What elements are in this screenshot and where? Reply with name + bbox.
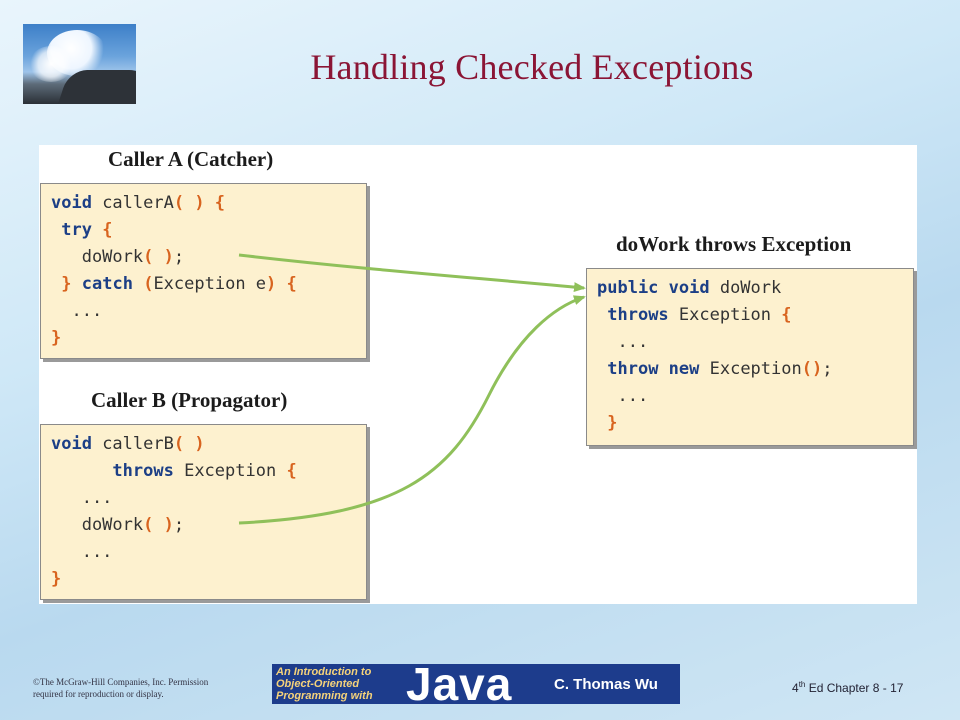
- code-punctuation: ): [266, 274, 277, 294]
- code-punctuation: ( ): [143, 515, 174, 535]
- code-text: Exception: [699, 359, 802, 379]
- code-line: public void doWork: [597, 275, 903, 302]
- code-text: callerB: [91, 434, 174, 454]
- caller-b-code-box: void callerB( ) throws Exception { ... d…: [40, 424, 367, 600]
- code-punctuation: {: [91, 220, 113, 240]
- caller-a-heading: Caller A (Catcher): [108, 147, 274, 171]
- code-punctuation: (: [143, 274, 154, 294]
- code-text: doWork: [51, 515, 144, 535]
- slide-logo-photo: [23, 24, 136, 104]
- code-line: ...: [51, 298, 356, 325]
- code-line: } catch (Exception e) {: [51, 271, 356, 298]
- code-text: ...: [597, 332, 649, 352]
- dowork-code: public void doWork throws Exception { ..…: [597, 275, 903, 437]
- code-text: ...: [51, 488, 113, 508]
- code-line: throws Exception {: [51, 458, 356, 485]
- code-keyword: public void: [597, 278, 710, 298]
- code-text: ...: [51, 301, 103, 321]
- code-text: Exception: [668, 305, 782, 325]
- dowork-code-box: public void doWork throws Exception { ..…: [586, 268, 914, 446]
- code-punctuation: ( ): [143, 247, 174, 267]
- code-punctuation: {: [781, 305, 792, 325]
- code-keyword: void: [51, 193, 92, 213]
- code-text: ;: [173, 515, 185, 535]
- code-line: }: [597, 410, 903, 437]
- book-banner: An Introduction to Object-Oriented Progr…: [272, 664, 680, 704]
- code-text: doWork: [51, 247, 144, 267]
- code-line: doWork( );: [51, 244, 356, 271]
- code-punctuation: {: [286, 274, 297, 294]
- code-punctuation: }: [61, 274, 72, 294]
- code-keyword: throws: [112, 461, 174, 481]
- code-line: }: [51, 325, 356, 352]
- code-keyword: void: [51, 434, 92, 454]
- arrow-caller-a-to-dowork: [238, 253, 586, 293]
- code-text: doWork: [709, 278, 782, 298]
- code-punctuation: }: [51, 569, 62, 589]
- code-text: ;: [173, 247, 185, 267]
- book-subtitle: An Introduction to Object-Oriented Progr…: [276, 666, 373, 702]
- code-text: ...: [597, 386, 649, 406]
- code-text: Exception e: [153, 274, 267, 294]
- code-line: throws Exception {: [597, 302, 903, 329]
- edition-number: 4: [792, 681, 799, 695]
- code-punctuation: ( ) {: [173, 193, 226, 213]
- code-punctuation: }: [51, 328, 62, 348]
- chapter-text: Ed Chapter 8 - 17: [805, 681, 904, 695]
- code-text: Exception: [173, 461, 287, 481]
- arrow-caller-b-to-dowork: [238, 295, 586, 525]
- code-punctuation: {: [286, 461, 297, 481]
- book-java-logo: Java: [406, 664, 513, 704]
- code-line: ...: [51, 485, 356, 512]
- code-line: void callerA( ) {: [51, 190, 356, 217]
- code-line: }: [51, 566, 356, 593]
- caller-b-heading: Caller B (Propagator): [91, 388, 288, 412]
- diagram-panel: Caller A (Catcher) void callerA( ) { try…: [39, 145, 917, 604]
- code-line: try {: [51, 217, 356, 244]
- copyright-notice: ©The McGraw-Hill Companies, Inc. Permiss…: [33, 676, 273, 700]
- code-keyword: catch: [81, 274, 133, 294]
- copyright-line-1: ©The McGraw-Hill Companies, Inc. Permiss…: [33, 677, 209, 687]
- caller-a-code-box: void callerA( ) { try { doWork( ); } cat…: [40, 183, 367, 359]
- code-punctuation: ( ): [173, 434, 205, 454]
- code-line: throw new Exception();: [597, 356, 903, 383]
- code-line: ...: [597, 329, 903, 356]
- code-text: ...: [51, 542, 113, 562]
- edition-suffix: th: [798, 680, 806, 689]
- caller-b-code: void callerB( ) throws Exception { ... d…: [51, 431, 356, 593]
- code-line: void callerB( ): [51, 431, 356, 458]
- code-line: doWork( );: [51, 512, 356, 539]
- copyright-line-2: required for reproduction or display.: [33, 689, 164, 699]
- code-keyword: throws: [607, 305, 669, 325]
- code-line: ...: [51, 539, 356, 566]
- slide-title: Handling Checked Exceptions: [310, 47, 754, 87]
- chapter-label: 4th Ed Chapter 8 - 17: [792, 680, 903, 695]
- call-arrows: [238, 253, 586, 525]
- book-author: C. Thomas Wu: [554, 676, 658, 693]
- code-punctuation: (): [801, 359, 823, 379]
- code-punctuation: }: [607, 413, 618, 433]
- code-text: ;: [822, 359, 833, 379]
- code-keyword: throw new: [607, 359, 700, 379]
- code-line: ...: [597, 383, 903, 410]
- dowork-heading: doWork throws Exception: [616, 232, 852, 256]
- code-keyword: try: [61, 220, 92, 240]
- code-text: callerA: [91, 193, 174, 213]
- caller-a-code: void callerA( ) { try { doWork( ); } cat…: [51, 190, 356, 352]
